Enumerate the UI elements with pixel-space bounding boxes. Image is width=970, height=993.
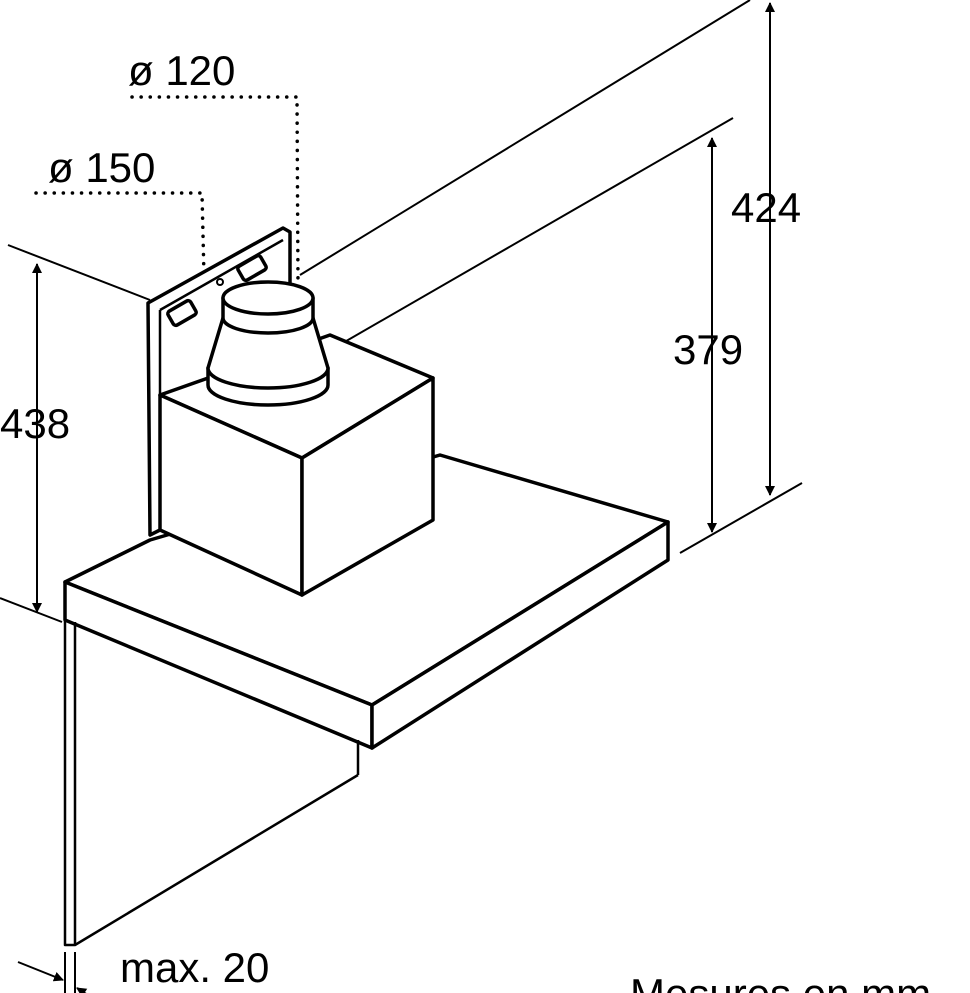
glass-panel: [63, 620, 360, 947]
label-height-424: 424: [731, 184, 801, 231]
extension-lines: [0, 0, 803, 623]
label-gap-max-20: max. 20: [120, 944, 269, 991]
units-note: Mesures en mm: [630, 970, 931, 993]
label-duct-120: ø 120: [128, 47, 235, 94]
gap-dimension: [17, 952, 88, 993]
label-height-379: 379: [673, 326, 743, 373]
leader-150: [34, 191, 208, 362]
label-duct-150: ø 150: [48, 144, 155, 191]
leader-120: [130, 95, 300, 287]
duct-adapter: [206, 280, 330, 407]
canopy: [63, 453, 670, 750]
label-depth-438: 438: [0, 400, 70, 447]
